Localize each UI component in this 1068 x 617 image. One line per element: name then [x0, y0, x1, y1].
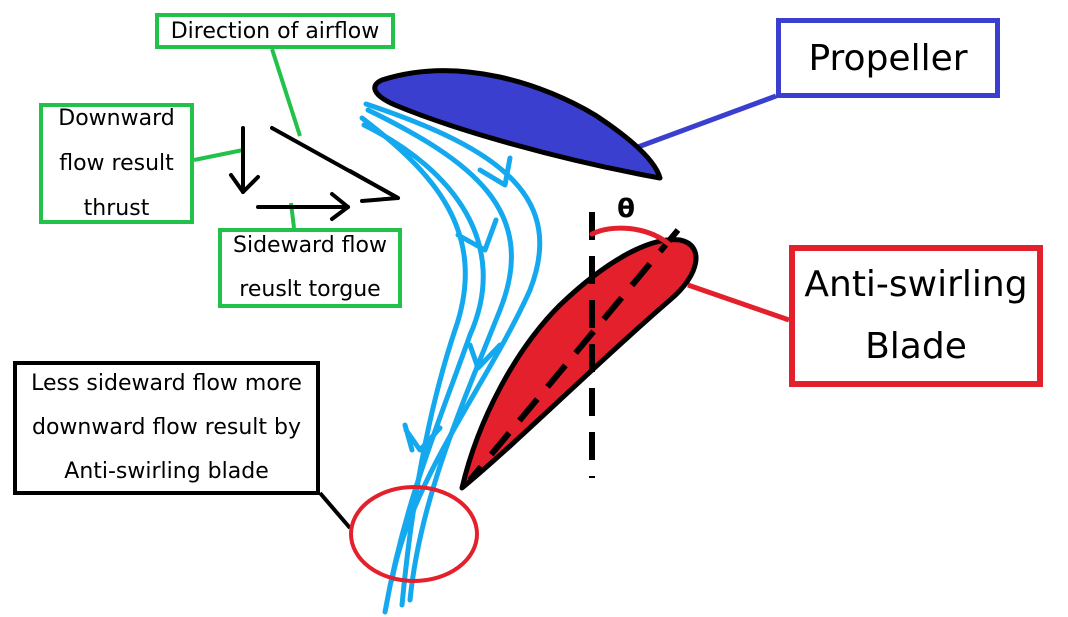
anti-swirling-blade-label: Anti-swirling Blade — [789, 245, 1043, 387]
downward-flow-label: Downward flow result thrust — [39, 103, 194, 224]
theta-angle-arc — [589, 225, 673, 248]
theta-symbol: θ — [617, 194, 635, 224]
direction-leader-line — [270, 48, 302, 137]
blade-chord-line — [467, 228, 681, 482]
anti-swirling-blade — [459, 237, 699, 491]
direction-of-airflow-label: Direction of airflow — [155, 13, 395, 49]
sideward-arrow — [256, 192, 350, 221]
sideward-flow-label: Sideward flow reuslt torgue — [218, 228, 402, 308]
highlight-circle — [349, 485, 479, 583]
propeller-label: Propeller — [776, 18, 1000, 98]
airflow-streamlines — [359, 101, 543, 615]
downward-leader-line — [193, 148, 244, 162]
propeller-blade — [372, 68, 663, 181]
blade-leader-line — [687, 282, 790, 323]
propeller-leader-line — [637, 93, 777, 150]
downward-arrow — [229, 126, 260, 194]
less-sideward-leader-line — [318, 491, 352, 530]
airflow-arrowheads — [403, 155, 513, 453]
less-sideward-flow-label: Less sideward flow more downward flow re… — [13, 361, 320, 495]
airflow-direction-arrow — [270, 126, 400, 203]
